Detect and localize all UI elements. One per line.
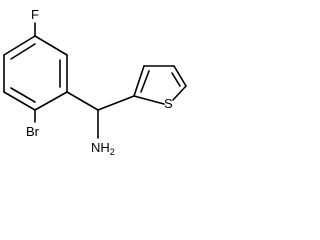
bond-c3-c4 bbox=[34, 91, 68, 111]
amine-subscript: 2 bbox=[110, 147, 115, 157]
thiophene-double-bond-left bbox=[140, 70, 150, 93]
benzene-ring bbox=[3, 35, 68, 111]
amine-h-label: H bbox=[100, 140, 109, 155]
structure-canvas: F Br S NH2 bbox=[0, 0, 209, 179]
amine-n-label: N bbox=[91, 140, 100, 155]
double-bond-inner-lower-left bbox=[10, 87, 36, 103]
molecule-structure: F Br S NH2 bbox=[3, 7, 187, 157]
bond-sulfur-t1 bbox=[133, 95, 165, 105]
double-bond-inner-upper-left bbox=[10, 43, 36, 60]
bond-ring-methine bbox=[66, 91, 99, 111]
thiophene-ring bbox=[133, 65, 187, 105]
thiophene-double-bond-right bbox=[171, 72, 181, 87]
fluorine-label: F bbox=[31, 7, 39, 22]
sulfur-label: S bbox=[164, 96, 173, 111]
bond-c4-c5 bbox=[3, 91, 36, 111]
bond-methine-thiophene bbox=[97, 95, 135, 111]
bond-c1-c2 bbox=[34, 35, 68, 56]
bromine-label: Br bbox=[26, 124, 40, 139]
bond-t3-t4 bbox=[173, 65, 187, 87]
bond-c6-c1 bbox=[3, 35, 36, 56]
amine-label: NH2 bbox=[91, 140, 115, 157]
bond-t4-sulfur bbox=[172, 85, 187, 101]
bond-t1-t2 bbox=[133, 65, 145, 97]
